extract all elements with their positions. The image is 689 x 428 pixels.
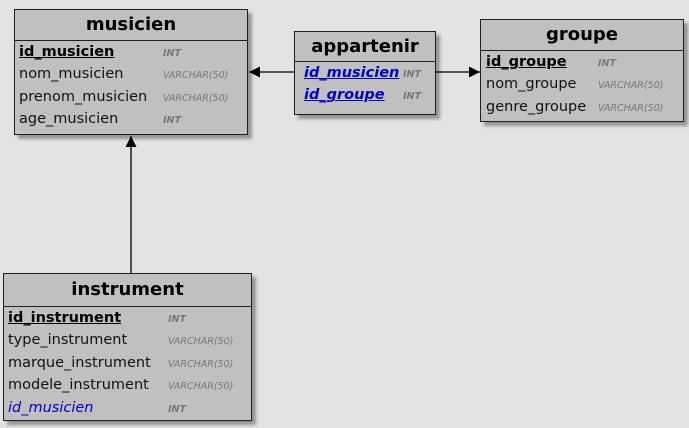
field-type: VARCHAR(50) (163, 92, 229, 104)
table-title: appartenir (295, 32, 435, 62)
field-type: INT (598, 58, 616, 69)
field-type: VARCHAR(50) (168, 358, 234, 370)
field-type: VARCHAR(50) (598, 102, 664, 114)
table-title: instrument (4, 274, 251, 307)
field-row[interactable]: type_instrument VARCHAR(50) (4, 331, 251, 353)
field-type: INT (403, 69, 421, 80)
field-name: id_musicien (8, 399, 94, 416)
field-type: VARCHAR(50) (163, 70, 229, 82)
field-name: marque_instrument (8, 354, 151, 371)
field-row[interactable]: prenom_musicien VARCHAR(50) (15, 88, 247, 110)
field-name: id_groupe (304, 87, 385, 104)
table-instrument[interactable]: instrument id_instrument INT type_instru… (3, 273, 252, 421)
field-type: INT (168, 314, 186, 325)
table-musicien[interactable]: musicien id_musicien INT nom_musicien VA… (14, 9, 248, 135)
field-row[interactable]: marque_instrument VARCHAR(50) (4, 354, 251, 376)
field-type: INT (403, 91, 421, 103)
field-type: INT (168, 403, 186, 415)
field-name: genre_groupe (486, 98, 587, 115)
field-name: id_groupe (486, 54, 567, 70)
field-name: prenom_musicien (19, 88, 148, 105)
field-name: age_musicien (19, 111, 119, 128)
field-type: INT (163, 115, 181, 127)
field-name: id_musicien (19, 44, 115, 60)
field-type: VARCHAR(50) (598, 80, 664, 92)
field-name: type_instrument (8, 332, 128, 349)
field-row[interactable]: genre_groupe VARCHAR(50) (481, 98, 683, 120)
field-type: VARCHAR(50) (168, 381, 234, 393)
field-row[interactable]: id_musicien INT (4, 399, 251, 421)
field-row[interactable]: id_groupe INT (481, 53, 683, 75)
field-row[interactable]: id_instrument INT (4, 309, 251, 331)
field-row[interactable]: id_musicien INT (295, 64, 435, 86)
field-name: nom_groupe (486, 76, 577, 93)
field-row[interactable]: age_musicien INT (15, 110, 247, 132)
table-title: groupe (481, 20, 683, 51)
field-row[interactable]: nom_groupe VARCHAR(50) (481, 75, 683, 97)
field-name: nom_musicien (19, 66, 124, 83)
field-row[interactable]: id_musicien INT (15, 43, 247, 65)
table-appartenir[interactable]: appartenir id_musicien INT id_groupe INT (294, 31, 436, 115)
field-type: INT (163, 48, 181, 59)
field-name: id_instrument (8, 310, 122, 326)
table-groupe[interactable]: groupe id_groupe INT nom_groupe VARCHAR(… (480, 19, 684, 122)
field-row[interactable]: modele_instrument VARCHAR(50) (4, 376, 251, 398)
table-title: musicien (15, 10, 247, 41)
field-name: modele_instrument (8, 377, 149, 394)
field-type: VARCHAR(50) (168, 336, 234, 348)
field-row[interactable]: id_groupe INT (295, 86, 435, 108)
field-name: id_musicien (304, 65, 400, 81)
field-row[interactable]: nom_musicien VARCHAR(50) (15, 65, 247, 87)
